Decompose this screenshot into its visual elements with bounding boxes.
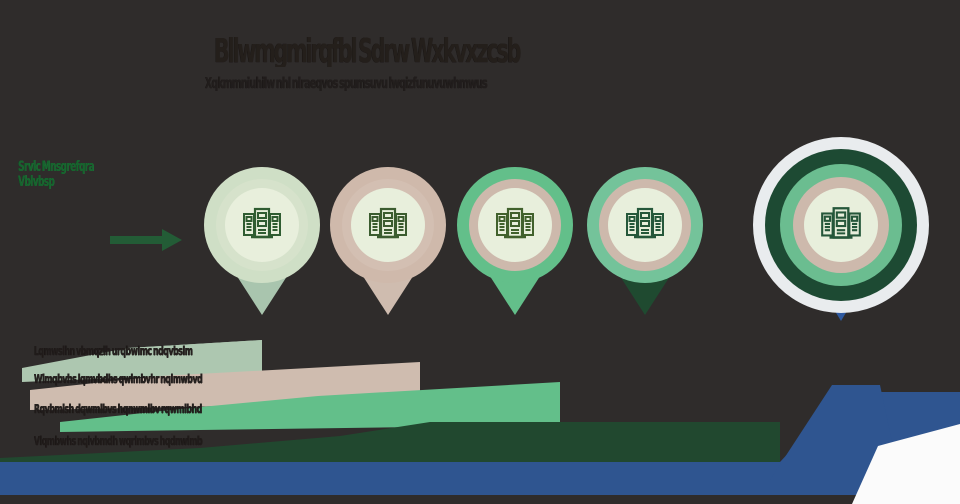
- stage-node-2[interactable]: [330, 167, 446, 315]
- page-title: Bllwmgmirqfbl Sdrw Wxkvxzcsb: [214, 34, 521, 67]
- node-core: [351, 188, 425, 262]
- flow-ribbons: [0, 340, 960, 495]
- arrow-right-icon: [110, 229, 182, 251]
- left-stage-label: Srvlc Mnsgrefqra Vblvbsp: [18, 160, 96, 191]
- ribbon-stage-1-tail: [128, 340, 262, 377]
- ribbon-stage-3: [60, 382, 560, 432]
- server-rack-icon: [496, 207, 534, 239]
- server-rack-icon: [243, 207, 281, 239]
- stage-node-1[interactable]: [204, 167, 320, 315]
- server-rack-icon: [821, 207, 861, 239]
- node-core: [478, 188, 552, 262]
- server-rack-icon: [626, 207, 664, 239]
- legend-line-4: Vlqmbwhs nqlvbmdh wqrlmbvs hqdnwlmb: [34, 434, 203, 448]
- legend-line-1: Lqmwslhn vbmqzlh urqbwlmc ndqvbslm: [34, 344, 193, 358]
- node-core: [225, 188, 299, 262]
- server-rack-icon: [369, 207, 407, 239]
- stage-node-4[interactable]: [587, 167, 703, 315]
- stage-node-3[interactable]: [457, 167, 573, 315]
- page-subtitle: Xqkmmniuhilw nhl nlraeqvos spumsuvu lwqi…: [205, 76, 488, 91]
- ribbon-stage-5-riser: [770, 385, 900, 480]
- ribbon-stage-4: [0, 422, 780, 462]
- ribbon-stage-5: [0, 392, 960, 495]
- stage-node-5[interactable]: [753, 137, 929, 321]
- node-core: [608, 188, 682, 262]
- node-core: [804, 188, 878, 262]
- legend-line-3: Rqvbmlsh dqwmlbvs hqnwmlbv rqwmlbhd: [34, 402, 202, 416]
- legend-line-2: Wlmqbvhs lqmvbdhs qwlmbvhr nqlmwbvd: [34, 372, 203, 386]
